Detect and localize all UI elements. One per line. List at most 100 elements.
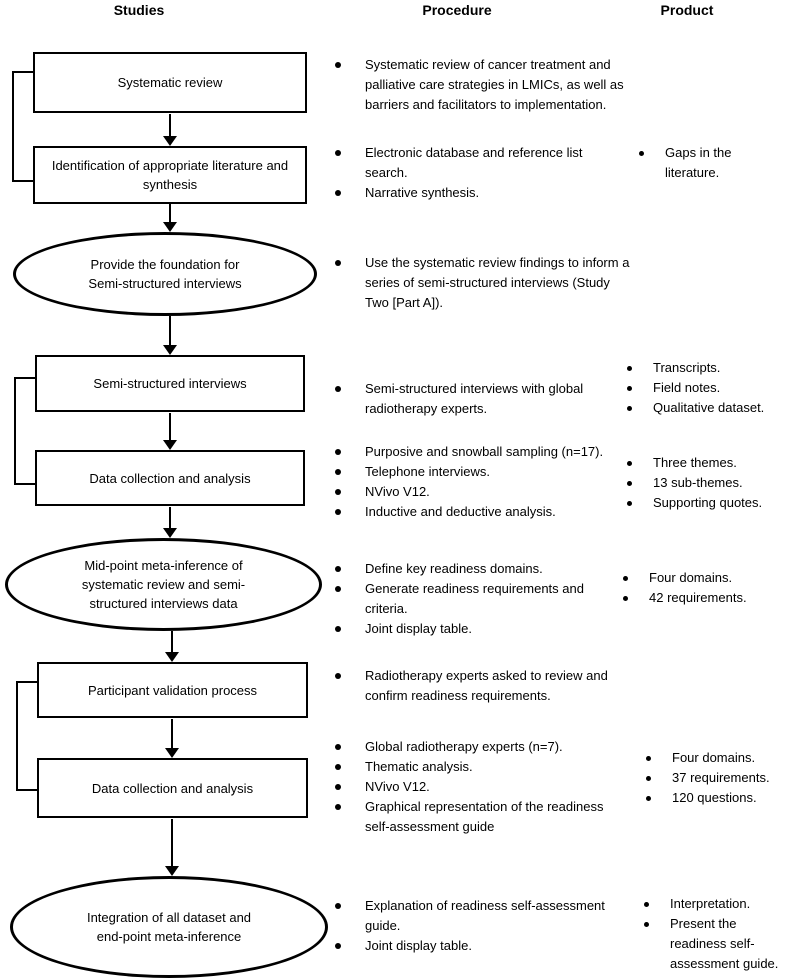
procedure-item: Joint display table. — [331, 936, 643, 956]
node-data-collection-analysis-2: Data collection and analysis — [37, 758, 308, 818]
product-item: Transcripts. — [625, 358, 785, 378]
bullet-icon — [335, 260, 341, 266]
procedure-item-text: Graphical representation of the readines… — [365, 799, 604, 834]
procedure-list-8: Global radiotherapy experts (n=7). Thema… — [331, 737, 643, 837]
product-item-text: Four domains. — [672, 750, 756, 765]
bullet-icon — [335, 62, 341, 68]
bullet-icon — [335, 943, 341, 949]
arrow-stem — [168, 204, 171, 224]
procedure-item: Define key readiness domains. — [331, 559, 643, 579]
bullet-icon — [335, 489, 341, 495]
bullet-icon — [644, 902, 649, 907]
bullet-icon — [627, 501, 632, 506]
arrow-head-icon — [163, 440, 177, 450]
procedure-item: Semi-structured interviews with global r… — [331, 379, 643, 419]
procedure-item-text: Narrative synthesis. — [365, 185, 480, 200]
product-item-text: Interpretation. — [670, 896, 751, 911]
bullet-icon — [335, 764, 341, 770]
procedure-list-7: Radiotherapy experts asked to review and… — [331, 666, 643, 706]
bracket-connector-1 — [12, 71, 33, 182]
bullet-icon — [335, 804, 341, 810]
product-item: 37 requirements. — [644, 768, 787, 788]
procedure-list-2: Electronic database and reference list s… — [331, 143, 643, 203]
arrow-stem — [168, 413, 171, 442]
product-item-text: Gaps in the literature. — [665, 145, 732, 180]
bullet-icon — [335, 150, 341, 156]
bullet-icon — [335, 386, 341, 392]
product-list-6: Interpretation. Present the readiness se… — [642, 894, 787, 974]
bullet-icon — [627, 386, 632, 391]
bullet-icon — [627, 461, 632, 466]
product-item: Four domains. — [644, 748, 787, 768]
procedure-item: Thematic analysis. — [331, 757, 643, 777]
bullet-icon — [335, 673, 341, 679]
node-integration-meta-inference-ellipse: Integration of all dataset and end-point… — [10, 876, 328, 978]
bullet-icon — [627, 481, 632, 486]
procedure-item: Inductive and deductive analysis. — [331, 502, 643, 522]
bracket-connector-2 — [14, 377, 35, 485]
procedure-item: Telephone interviews. — [331, 462, 643, 482]
bullet-icon — [335, 449, 341, 455]
column-header-studies: Studies — [113, 2, 165, 18]
product-item-text: Four domains. — [649, 570, 733, 585]
node-data-collection-analysis-1: Data collection and analysis — [35, 450, 305, 506]
procedure-item: Systematic review of cancer treatment an… — [331, 55, 643, 115]
bullet-icon — [335, 469, 341, 475]
procedure-list-3: Use the systematic review findings to in… — [331, 253, 643, 313]
flow-arrow-2 — [163, 204, 177, 232]
product-item: Supporting quotes. — [625, 493, 785, 513]
bullet-icon — [335, 784, 341, 790]
procedure-list-5: Purposive and snowball sampling (n=17). … — [331, 442, 643, 522]
bullet-icon — [335, 903, 341, 909]
node-participant-validation: Participant validation process — [37, 662, 308, 718]
node-identification-synthesis: Identification of appropriate literature… — [33, 146, 307, 204]
product-item: Interpretation. — [642, 894, 787, 914]
bullet-icon — [627, 406, 632, 411]
procedure-item-text: Define key readiness domains. — [365, 561, 543, 576]
procedure-item-text: Global radiotherapy experts (n=7). — [365, 739, 563, 754]
column-header-procedure: Procedure — [422, 2, 492, 18]
product-item-text: Three themes. — [653, 455, 737, 470]
flow-arrow-1 — [163, 114, 177, 146]
arrow-head-icon — [165, 866, 179, 876]
product-list-3: Three themes. 13 sub-themes. Supporting … — [625, 453, 785, 513]
flow-arrow-5 — [163, 507, 177, 538]
procedure-item: NVivo V12. — [331, 777, 643, 797]
bullet-icon — [335, 509, 341, 515]
procedure-item: Purposive and snowball sampling (n=17). — [331, 442, 643, 462]
product-item-text: Present the readiness self- assessment g… — [670, 916, 779, 971]
procedure-list-4: Semi-structured interviews with global r… — [331, 379, 643, 419]
arrow-head-icon — [163, 136, 177, 146]
arrow-head-icon — [163, 528, 177, 538]
procedure-item: Generate readiness requirements and crit… — [331, 579, 643, 619]
product-item-text: 37 requirements. — [672, 770, 770, 785]
product-item: 13 sub-themes. — [625, 473, 785, 493]
arrow-head-icon — [165, 652, 179, 662]
product-item: Three themes. — [625, 453, 785, 473]
flow-arrow-4 — [163, 413, 177, 450]
procedure-item-text: Use the systematic review findings to in… — [365, 255, 630, 310]
bullet-icon — [623, 576, 628, 581]
column-header-product: Product — [660, 2, 714, 18]
procedure-item-text: Joint display table. — [365, 938, 472, 953]
arrow-stem — [170, 819, 173, 868]
procedure-item: Narrative synthesis. — [331, 183, 643, 203]
bullet-icon — [646, 756, 651, 761]
product-item: Field notes. — [625, 378, 785, 398]
procedure-item: Explanation of readiness self-assessment… — [331, 896, 643, 936]
procedure-item: Graphical representation of the readines… — [331, 797, 643, 837]
procedure-item-text: Joint display table. — [365, 621, 472, 636]
procedure-list-1: Systematic review of cancer treatment an… — [331, 55, 643, 115]
bullet-icon — [646, 796, 651, 801]
procedure-item-text: NVivo V12. — [365, 484, 430, 499]
arrow-head-icon — [163, 345, 177, 355]
product-item-text: Field notes. — [653, 380, 721, 395]
product-item-text: Transcripts. — [653, 360, 721, 375]
bullet-icon — [639, 151, 644, 156]
bullet-icon — [335, 586, 341, 592]
bullet-icon — [335, 190, 341, 196]
procedure-item-text: Explanation of readiness self-assessment… — [365, 898, 605, 933]
arrow-stem — [170, 631, 173, 654]
product-item: 120 questions. — [644, 788, 787, 808]
procedure-item: Joint display table. — [331, 619, 643, 639]
